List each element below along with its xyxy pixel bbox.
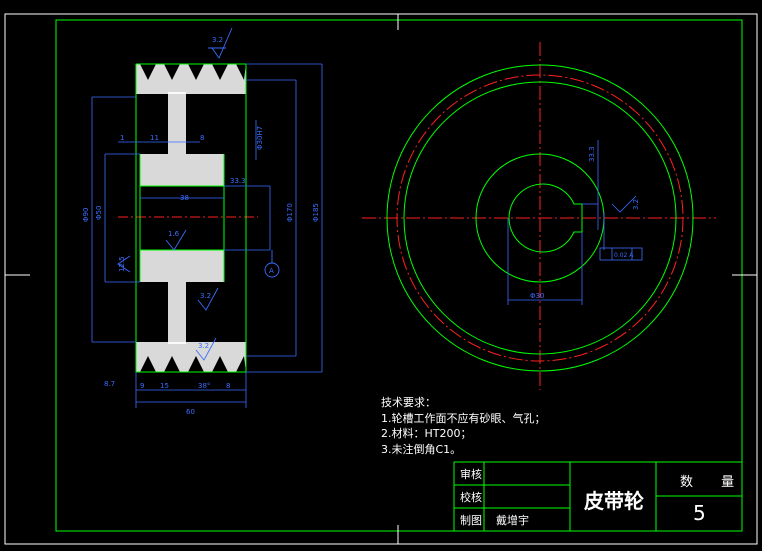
technical-notes: 技术要求： 1.轮槽工作面不应有砂眼、气孔； 2.材料：HT200； 3.未注倒… (381, 395, 546, 457)
tolerance-frame (599, 247, 643, 261)
note-item-2: 2.材料：HT200； (381, 427, 472, 440)
hub-top-hatch (140, 154, 224, 186)
quantity-value: 5 (693, 501, 706, 525)
hub-bottom-hatch (140, 250, 224, 282)
tolerance-text: 0.02 A (614, 252, 634, 259)
finish-text-right: 3.2 (632, 199, 640, 210)
web-top-hatch (168, 92, 186, 154)
finish-symbol-left (117, 255, 131, 273)
note-item-1: 1.轮槽工作面不应有砂眼、气孔； (381, 411, 546, 425)
finish-text-mid: 3.2 (200, 292, 211, 300)
notes-heading: 技术要求： (381, 396, 436, 409)
finish-text-left: 12.5 (118, 256, 126, 272)
web-bottom-hatch (168, 282, 186, 344)
groove-circle (403, 81, 677, 355)
finish-symbol-bore (165, 229, 187, 251)
pitch-circle (396, 74, 684, 362)
front-view: Φ30 33.3 3.2 0.02 A (362, 42, 716, 390)
section-view: Φ90 Φ50 Φ170 Φ185 Φ30H7 33.3 38 11 8 60 … (82, 27, 323, 416)
grooves-top (136, 64, 246, 80)
title-block (453, 461, 743, 532)
dim-text-9: 8 (200, 134, 204, 142)
finish-symbol-bottom (195, 337, 217, 361)
bore-dim-text: Φ30 (530, 292, 544, 300)
dim-text-11: 9 (140, 382, 144, 390)
row-label-review: 审核 (460, 468, 482, 481)
row-value-drawn: 戴增宇 (496, 514, 529, 527)
dim-text-1: Φ90 (82, 208, 90, 222)
row-label-check: 校核 (460, 491, 482, 504)
part-name: 皮带轮 (584, 489, 644, 513)
finish-symbol-top (211, 27, 233, 59)
outer-frame (4, 13, 758, 545)
finish-symbol-mid (197, 287, 219, 311)
dim-text-16: 1 (120, 134, 124, 142)
bore-keyway (508, 183, 583, 253)
datum-letter: A (269, 267, 274, 275)
finish-symbol-right (611, 195, 637, 213)
dim-text-4: Φ185 (312, 203, 320, 222)
dim-text-13: 38° (198, 382, 210, 390)
dim-text-3: Φ170 (286, 203, 294, 222)
dim-text-5: Φ30H7 (256, 126, 264, 150)
outer-circle (386, 64, 694, 372)
dim-text-14: 8 (226, 382, 230, 390)
note-item-3: 3.未注倒角C1。 (381, 442, 462, 456)
dim-text-6: 33.3 (230, 177, 246, 185)
dim-text-15: 8.7 (104, 380, 115, 388)
finish-text-bottom: 3.2 (198, 342, 209, 350)
rim-bottom-hatch (136, 342, 246, 356)
rim-top-hatch (136, 80, 246, 94)
section-outline (135, 63, 247, 373)
dim-text-10: 60 (186, 408, 195, 416)
grooves-bottom (136, 356, 246, 372)
dim-text-8: 11 (150, 134, 159, 142)
dim-text-12: 15 (160, 382, 169, 390)
finish-text-bore: 1.6 (168, 230, 180, 238)
row-label-drawn: 制图 (460, 514, 482, 527)
dim-text-7: 38 (180, 194, 189, 202)
quantity-label: 数 量 (680, 475, 747, 490)
dim-text-2: Φ50 (95, 206, 103, 220)
finish-text-top: 3.2 (212, 36, 223, 44)
keyway-dim-text: 33.3 (588, 146, 596, 162)
